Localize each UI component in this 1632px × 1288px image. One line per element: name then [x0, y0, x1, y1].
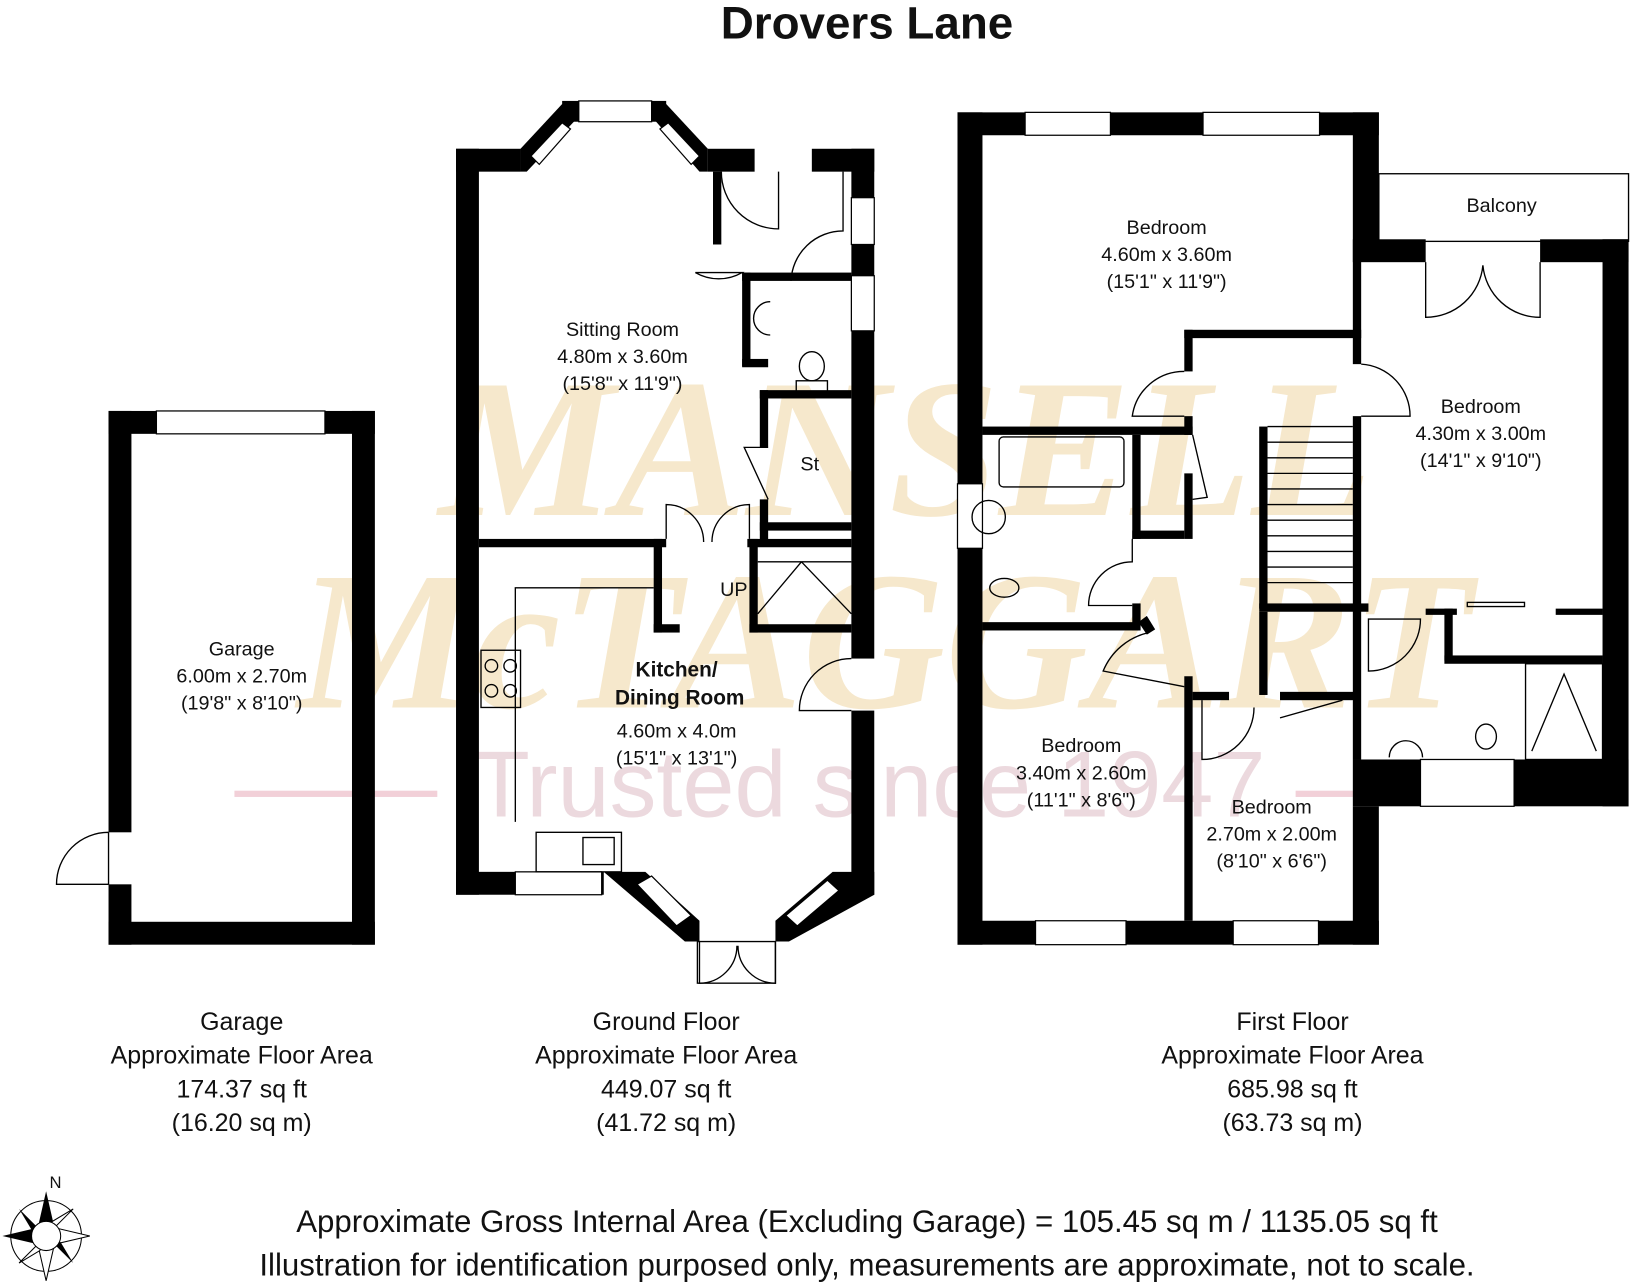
area-sqft: 685.98 sq ft [1227, 1076, 1357, 1104]
disclaimer: Illustration for identification purposed… [259, 1248, 1474, 1283]
area-first-floor: First Floor Approximate Floor Area 685.9… [1161, 1008, 1423, 1137]
sitting-room-imperial: (15'8" x 11'9") [562, 373, 682, 395]
kitchen-name-2: Dining Room [615, 686, 744, 709]
area-sqm: (16.20 sq m) [172, 1109, 312, 1137]
compass-icon: N [2, 1173, 90, 1281]
bedroom1-metric: 4.60m x 3.60m [1101, 244, 1232, 266]
bedroom2-name: Bedroom [1441, 396, 1521, 418]
sitting-room-metric: 4.80m x 3.60m [557, 346, 688, 368]
area-label: Approximate Floor Area [1161, 1041, 1423, 1069]
gross-area: Approximate Gross Internal Area (Excludi… [296, 1204, 1438, 1239]
kitchen-imperial: (15'1" x 13'1") [616, 748, 737, 770]
area-sqm: (41.72 sq m) [596, 1109, 736, 1137]
area-floor: Ground Floor [593, 1008, 740, 1036]
bedroom3-imperial: (11'1" x 8'6") [1027, 789, 1136, 811]
watermark-line1: MANSELL [436, 339, 1373, 558]
bedroom4-imperial: (8'10" x 6'6") [1216, 851, 1327, 873]
bedroom1-name: Bedroom [1127, 217, 1207, 239]
sitting-room-name: Sitting Room [566, 319, 679, 341]
bedroom4-name: Bedroom [1232, 797, 1312, 819]
area-sqm: (63.73 sq m) [1222, 1109, 1362, 1137]
page-title: Drovers Lane [721, 0, 1014, 48]
kitchen-name-1: Kitchen/ [636, 658, 718, 681]
compass-north: N [49, 1173, 61, 1192]
store-label: St [800, 453, 819, 475]
area-sqft: 174.37 sq ft [176, 1076, 306, 1104]
bedroom3-metric: 3.40m x 2.60m [1016, 762, 1147, 784]
bedroom3-name: Bedroom [1041, 735, 1121, 757]
area-floor: Garage [200, 1008, 283, 1036]
balcony-label: Balcony [1466, 195, 1536, 217]
garage-metric: 6.00m x 2.70m [176, 665, 307, 687]
bedroom2-metric: 4.30m x 3.00m [1415, 423, 1546, 445]
area-garage: Garage Approximate Floor Area 174.37 sq … [111, 1008, 373, 1137]
garage-imperial: (19'8" x 8'10") [181, 693, 302, 715]
kitchen-metric: 4.60m x 4.0m [617, 721, 737, 743]
bedroom4-metric: 2.70m x 2.00m [1206, 824, 1337, 846]
area-ground-floor: Ground Floor Approximate Floor Area 449.… [535, 1008, 797, 1137]
area-label: Approximate Floor Area [535, 1041, 797, 1069]
area-label: Approximate Floor Area [111, 1041, 373, 1069]
ground-floor-plan: UP St Sitting Room 4.80m x 3.60m (15'8" … [456, 100, 875, 984]
garage-plan: Garage 6.00m x 2.70m (19'8" x 8'10") [55, 410, 375, 945]
garage-name: Garage [209, 638, 275, 660]
watermark: MANSELL McTAGGART Trusted since 1947 [234, 339, 1530, 837]
area-floor: First Floor [1236, 1008, 1348, 1036]
stairs-up-label: UP [720, 579, 747, 601]
watermark-line2: McTAGGART [294, 531, 1479, 750]
bedroom2-imperial: (14'1" x 9'10") [1420, 450, 1541, 472]
bedroom1-imperial: (15'1" x 11'9") [1107, 271, 1227, 293]
area-sqft: 449.07 sq ft [601, 1076, 731, 1104]
first-floor-plan: Balcony [956, 111, 1630, 946]
